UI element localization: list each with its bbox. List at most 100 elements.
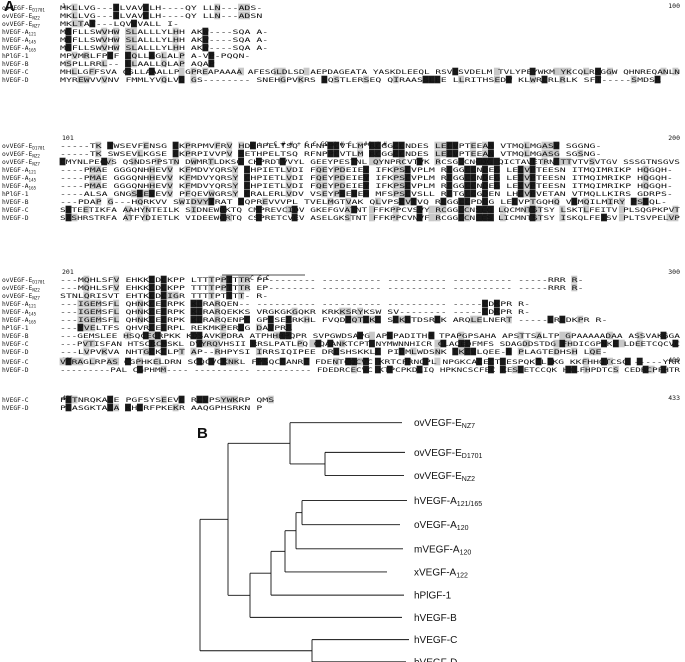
identity-shade bbox=[238, 323, 244, 332]
identity-shade bbox=[363, 181, 369, 190]
identity-shade bbox=[160, 283, 167, 292]
similarity-shade bbox=[565, 157, 572, 166]
similarity-shade bbox=[607, 197, 613, 206]
similarity-shade bbox=[232, 165, 239, 174]
identity-shade bbox=[208, 357, 215, 366]
identity-shade bbox=[464, 165, 471, 174]
sequence-residues: PCASGKTACA KHCRFPKEKR AAQGPHSRKN P bbox=[60, 405, 263, 412]
identity-shade bbox=[374, 347, 381, 356]
identity-shade bbox=[351, 357, 358, 366]
identity-shade bbox=[238, 197, 244, 206]
identity-shade bbox=[142, 11, 149, 20]
similarity-shade bbox=[333, 165, 340, 174]
similarity-shade bbox=[214, 141, 221, 150]
similarity-shade bbox=[672, 213, 679, 222]
similarity-shade bbox=[107, 157, 114, 166]
tree-leaf-subscript: 122 bbox=[456, 572, 468, 579]
similarity-shade bbox=[559, 75, 566, 84]
identity-shade bbox=[285, 323, 292, 332]
sequence-residues: PCTNRQKACE PGFSYSEEVC RCVPSYWKRP QMS bbox=[60, 397, 275, 404]
sequence-name: hVEGF-C bbox=[2, 207, 29, 214]
similarity-shade bbox=[398, 315, 405, 324]
sequence-name: ovVEGF-ENZ7 bbox=[2, 159, 40, 167]
identity-shade bbox=[642, 365, 649, 374]
similarity-shade bbox=[226, 141, 233, 150]
similarity-shade bbox=[142, 189, 149, 198]
similarity-shade bbox=[583, 365, 590, 374]
identity-shade bbox=[160, 347, 167, 356]
similarity-shade bbox=[547, 149, 554, 158]
sequence-residues: VCRAGLRPAS CGPHKELDRN SCQCVCKNKL FPSQCGA… bbox=[60, 359, 680, 366]
identity-shade bbox=[363, 173, 369, 182]
similarity-shade bbox=[238, 291, 244, 300]
identity-shade bbox=[470, 165, 477, 174]
sequence-residues: ---IGEMSFL QHNKCECRPK KDRARQEKKS VRGKGKG… bbox=[60, 309, 530, 316]
identity-shade bbox=[565, 365, 572, 374]
similarity-shade bbox=[202, 197, 209, 206]
similarity-shade bbox=[220, 283, 227, 292]
similarity-shade bbox=[470, 149, 477, 158]
similarity-shade bbox=[89, 357, 96, 366]
identity-shade bbox=[285, 331, 292, 340]
identity-shade bbox=[374, 365, 381, 374]
identity-shade bbox=[482, 213, 488, 222]
similarity-shade bbox=[131, 189, 137, 198]
similarity-shade bbox=[83, 205, 90, 214]
similarity-shade bbox=[321, 165, 328, 174]
similarity-shade bbox=[77, 357, 84, 366]
similarity-shade bbox=[482, 149, 488, 158]
sequence-residues: ----PMAE GGGQNHHEVV KFMDVYQRSY CHPIETLVD… bbox=[60, 167, 673, 174]
identity-shade bbox=[464, 181, 471, 190]
similarity-shade bbox=[83, 283, 90, 292]
tree-leaf-subscript: 120 bbox=[460, 549, 472, 556]
tree-leaf-subscript: 121/165 bbox=[457, 501, 482, 508]
similarity-shade bbox=[392, 205, 399, 214]
identity-shade bbox=[196, 357, 203, 366]
similarity-shade bbox=[244, 11, 250, 20]
similarity-shade bbox=[517, 331, 524, 340]
tree-leaf-label: hVEGF-C bbox=[414, 635, 457, 646]
identity-shade bbox=[595, 75, 601, 84]
tree-leaf-label: hPlGF-1 bbox=[414, 591, 452, 602]
identity-shade bbox=[291, 213, 298, 222]
similarity-shade bbox=[77, 307, 84, 316]
identity-shade bbox=[327, 149, 334, 158]
similarity-shade bbox=[95, 173, 102, 182]
similarity-shade bbox=[214, 347, 221, 356]
similarity-shade bbox=[65, 59, 72, 68]
identity-shade bbox=[547, 357, 554, 366]
similarity-shade bbox=[214, 11, 221, 20]
alignment-row: hVEGF-D---------PAL CGPHMM---- ---------… bbox=[2, 365, 680, 374]
similarity-shade bbox=[523, 165, 530, 174]
identity-shade bbox=[404, 173, 411, 182]
similarity-shade bbox=[89, 315, 96, 324]
identity-shade bbox=[440, 197, 447, 206]
similarity-shade bbox=[374, 197, 381, 206]
identity-shade bbox=[148, 347, 155, 356]
alignment-row: hVEGF-A145----PMAE GGGQNHHEVV KFMDVYQRSY… bbox=[2, 173, 673, 183]
similarity-shade bbox=[583, 197, 590, 206]
identity-shade bbox=[196, 331, 203, 340]
similarity-shade bbox=[333, 357, 340, 366]
identity-shade bbox=[136, 365, 143, 374]
similarity-shade bbox=[148, 173, 155, 182]
similarity-shade bbox=[648, 365, 655, 374]
tree-leaf-subscript: D1701 bbox=[462, 453, 483, 460]
sequence-residues: ----ALSA GNGSSEVEVV PFQEVWGRSY CRALERLVD… bbox=[60, 191, 673, 198]
identity-shade bbox=[65, 43, 72, 52]
similarity-shade bbox=[404, 197, 411, 206]
sequence-name: hVEGF-A121 bbox=[2, 167, 37, 175]
similarity-shade bbox=[71, 357, 78, 366]
similarity-shade bbox=[232, 395, 239, 404]
identity-shade bbox=[244, 189, 250, 198]
similarity-shade bbox=[565, 331, 572, 340]
sequence-residues: MPVMRLFPCF LQLLAGLALP A-VP-PQQN- bbox=[60, 53, 250, 60]
similarity-shade bbox=[172, 157, 179, 166]
identity-shade bbox=[208, 51, 215, 60]
identity-shade bbox=[125, 51, 131, 60]
alignment-row: ovVEGF-ED1701-----TK TWSEVFENSG CKPRPMVF… bbox=[2, 141, 601, 151]
